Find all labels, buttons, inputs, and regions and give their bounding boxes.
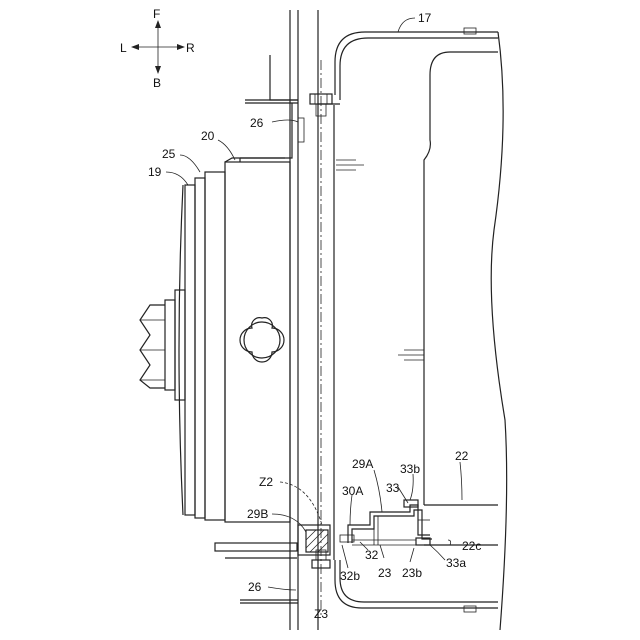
label-25: 25 bbox=[162, 147, 176, 161]
label-z3: Z3 bbox=[314, 607, 328, 621]
label-32b: 32b bbox=[340, 569, 360, 583]
label-30a: 30A bbox=[342, 484, 363, 498]
label-26-bottom: 26 bbox=[248, 580, 262, 594]
direction-compass: F B L R bbox=[120, 7, 195, 90]
base-plates bbox=[215, 543, 298, 603]
label-22c: 22c bbox=[462, 539, 481, 553]
label-33b-top: 33b bbox=[400, 462, 420, 476]
label-22: 22 bbox=[455, 449, 469, 463]
label-z2: Z2 bbox=[259, 475, 273, 489]
compass-left-label: L bbox=[120, 41, 127, 55]
label-29a: 29A bbox=[352, 457, 373, 471]
label-32: 32 bbox=[365, 548, 379, 562]
compass-back-label: B bbox=[153, 76, 161, 90]
label-17: 17 bbox=[418, 11, 432, 25]
pulley bbox=[140, 290, 185, 400]
label-33: 33 bbox=[386, 481, 400, 495]
label-29b: 29B bbox=[247, 507, 268, 521]
fuel-tank bbox=[418, 52, 498, 545]
compass-right-label: R bbox=[186, 41, 195, 55]
label-33a: 33a bbox=[446, 556, 466, 570]
mount-bracket-29b bbox=[298, 525, 330, 568]
label-19: 19 bbox=[148, 165, 162, 179]
compass-front-label: F bbox=[153, 7, 160, 21]
label-26-top: 26 bbox=[250, 116, 264, 130]
engine-cover-keyhole bbox=[240, 318, 284, 362]
label-23: 23 bbox=[378, 566, 392, 580]
frame-ticks bbox=[336, 160, 424, 360]
label-20: 20 bbox=[201, 129, 215, 143]
engine-body bbox=[179, 158, 290, 522]
mount-bracket-assembly bbox=[340, 500, 432, 545]
label-23b: 23b bbox=[402, 566, 422, 580]
bolt-33b-top bbox=[404, 500, 418, 507]
